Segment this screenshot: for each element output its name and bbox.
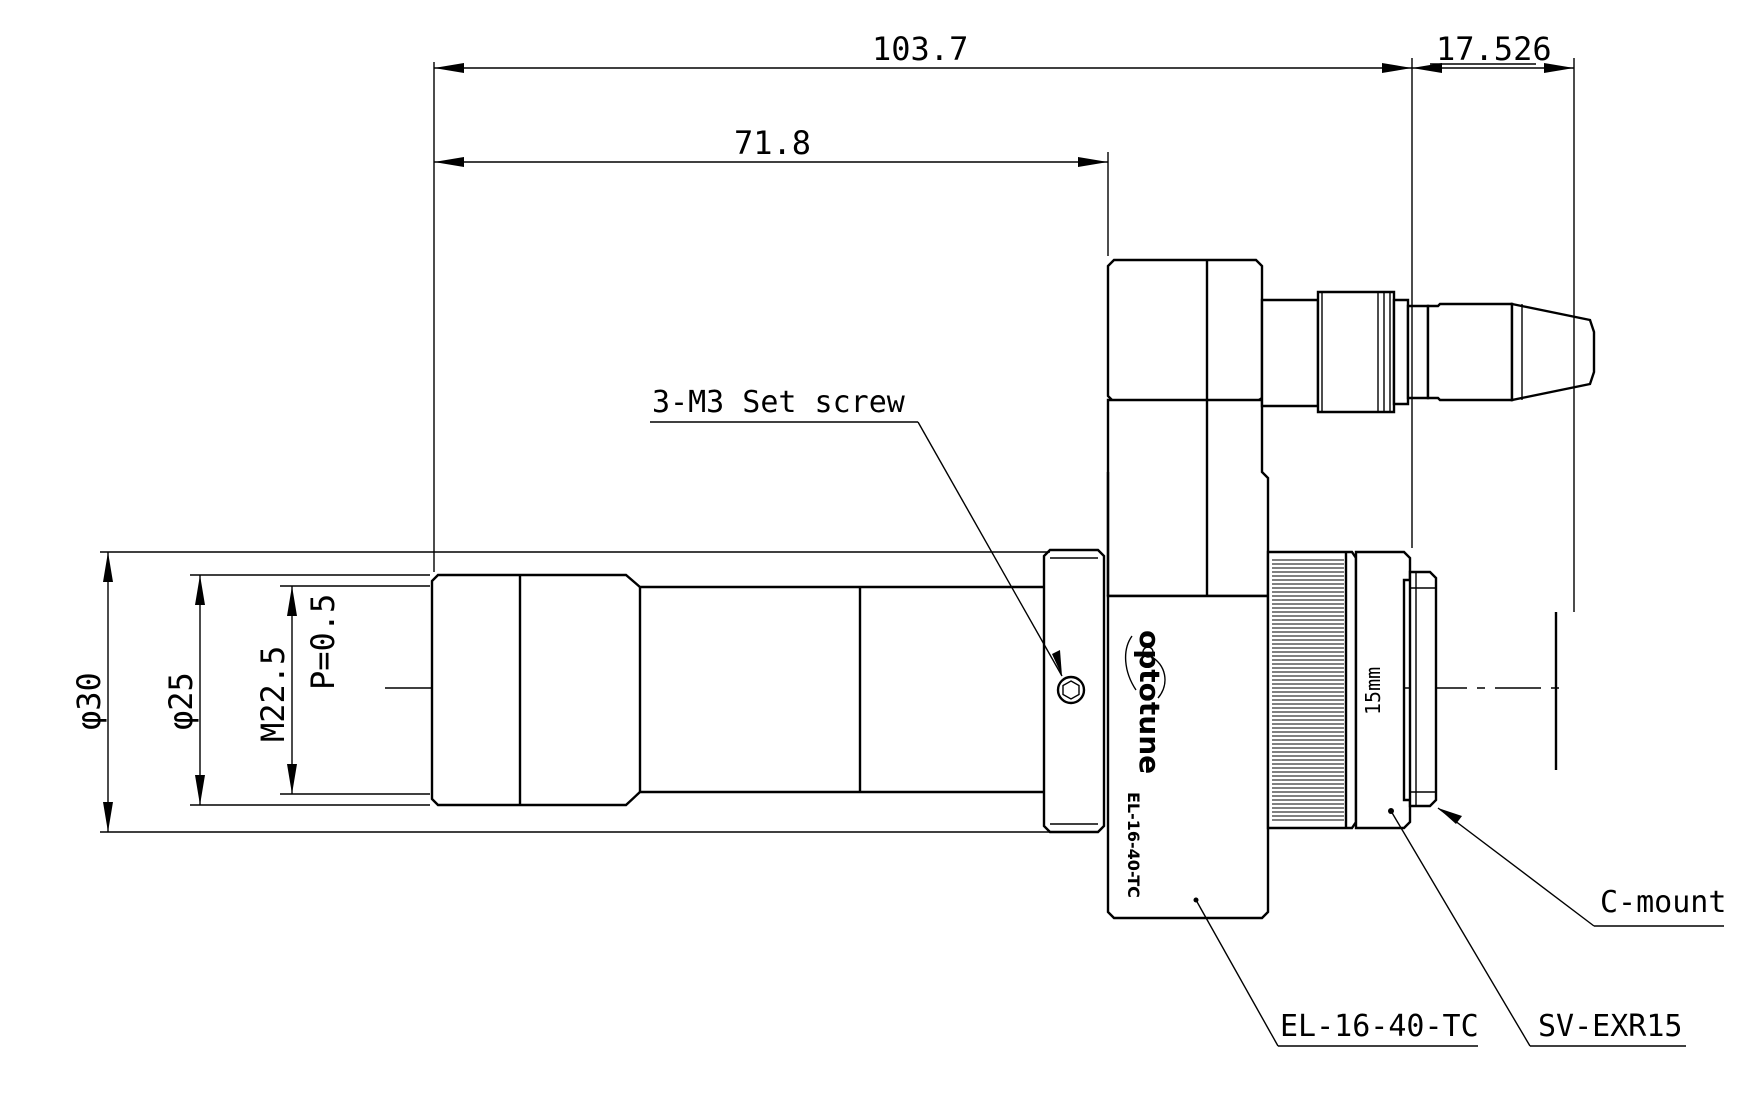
dim-inner-diameter: φ25 [162, 575, 205, 805]
leader-c-mount: C-mount [1437, 807, 1726, 927]
dim-m22-5-text: M22.5 [254, 646, 292, 742]
dim-connector-length: 17.526 [1412, 30, 1574, 73]
dim-pitch-text: P=0.5 [304, 594, 342, 690]
lens-tube [430, 573, 1047, 807]
dim-phi25-text: φ25 [162, 672, 200, 730]
optotune-logo: optotune [1133, 630, 1166, 774]
cable-connector [1260, 290, 1596, 414]
focal-marking: 15mm [1361, 667, 1385, 715]
dim-103-7-text: 103.7 [872, 30, 968, 68]
c-mount-label: C-mount [1600, 885, 1726, 920]
dim-thread: M22.5 P=0.5 [254, 586, 342, 794]
extension-lines-top [433, 58, 1575, 612]
body-model-marking: EL-16-40-TC [1124, 792, 1143, 898]
dim-phi30-text: φ30 [70, 672, 108, 730]
focal-text: 15mm [1361, 667, 1385, 715]
dim-overall-length: 103.7 [434, 30, 1412, 73]
leader-lens-model: EL-16-40-TC [1195, 899, 1479, 1047]
dim-17-526-text: 17.526 [1436, 30, 1552, 68]
lens-model-label: EL-16-40-TC [1280, 1009, 1479, 1044]
hex-screw-icon [1056, 675, 1086, 705]
extension-lines-left [100, 551, 1050, 833]
sv-exr15-adapter [1354, 550, 1412, 830]
logo-swoosh-icon [1125, 635, 1166, 699]
dim-tube-length: 71.8 [434, 124, 1108, 167]
body-model-text: EL-16-40-TC [1124, 792, 1143, 898]
knurled-ring [1266, 550, 1358, 830]
dim-outer-diameter: φ30 [70, 552, 113, 832]
upper-housing [1106, 258, 1270, 598]
dim-71-8-text: 71.8 [734, 124, 811, 162]
adapter-model-label: SV-EXR15 [1538, 1009, 1683, 1044]
set-screw-label: 3-M3 Set screw [652, 385, 906, 420]
leader-adapter-model: SV-EXR15 [1390, 810, 1686, 1047]
leader-set-screw: 3-M3 Set screw [650, 385, 1063, 677]
brand-text: optotune [1133, 630, 1166, 774]
c-mount-thread [1408, 570, 1438, 808]
